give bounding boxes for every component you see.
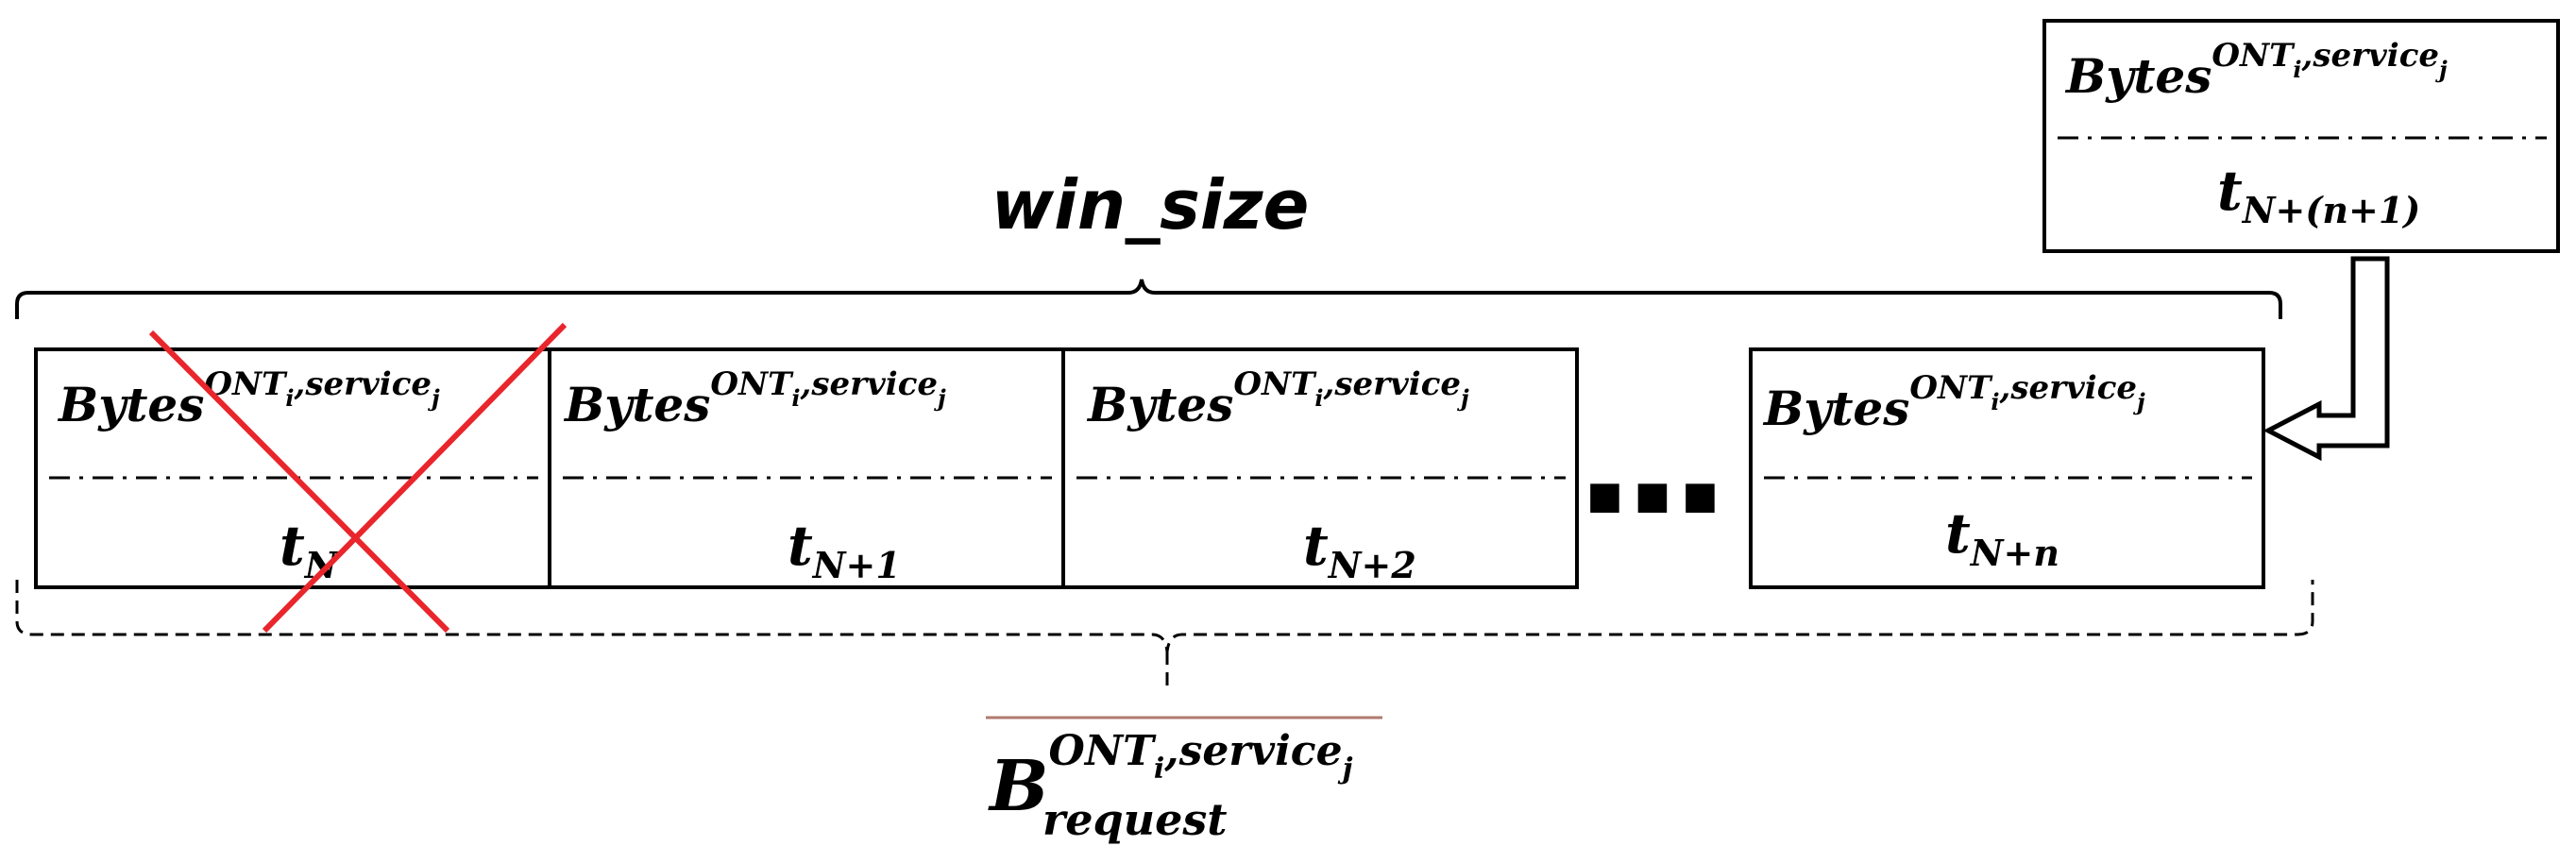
- svg-text:tN: tN: [280, 514, 339, 586]
- svg-text:BytesONTi,servicej: BytesONTi,servicej: [2064, 37, 2448, 104]
- service-superscript: ,service: [2301, 37, 2440, 75]
- time-subscript: N+(n+1): [2242, 189, 2420, 231]
- bytes-label: Bytes: [1762, 381, 1909, 436]
- svg-text:BytesONTi,servicej: BytesONTi,servicej: [57, 365, 440, 432]
- time-subscript: N+n: [1970, 532, 2059, 574]
- ont-index: i: [1154, 753, 1164, 786]
- service-index: j: [1457, 384, 1469, 412]
- ont-superscript: ONT: [1049, 727, 1158, 775]
- ont-superscript: ONT: [2212, 37, 2296, 75]
- time-label: t: [280, 514, 305, 578]
- service-superscript: ,service: [800, 365, 939, 403]
- time-subscript: N+2: [1328, 544, 1416, 586]
- ont-superscript: ONT: [710, 365, 794, 403]
- service-index: j: [2435, 56, 2448, 83]
- request-brace: [15, 580, 2314, 652]
- ont-superscript: ONT: [1909, 369, 1993, 407]
- window-size-label: win_size: [991, 165, 1310, 245]
- window-cell: BytesONTi,servicej tN: [34, 347, 551, 589]
- time-subscript: N+1: [812, 544, 901, 586]
- svg-text:BONTi,servicej: BONTi,servicej: [988, 727, 1353, 827]
- service-superscript: ,service: [1323, 365, 1462, 403]
- service-superscript: ,service: [294, 365, 432, 403]
- service-superscript: ,service: [1999, 369, 2138, 407]
- window-cell: BytesONTi,servicej tN+n: [1749, 347, 2265, 589]
- request-subscript: request: [1042, 794, 1228, 845]
- svg-text:tN+2: tN+2: [1303, 514, 1416, 586]
- insert-arrow: [2262, 256, 2390, 462]
- svg-text:tN+n: tN+n: [1945, 501, 2059, 574]
- time-subscript: N: [304, 544, 339, 586]
- ont-superscript: ONT: [1233, 365, 1317, 403]
- ont-index: i: [285, 384, 294, 412]
- ont-index: i: [791, 384, 800, 412]
- svg-text:BytesONTi,servicej: BytesONTi,servicej: [1762, 369, 2145, 436]
- window-cell: BytesONTi,servicej tN+2: [1061, 347, 1579, 589]
- time-label: t: [1945, 501, 1971, 566]
- window-brace: [15, 279, 2282, 319]
- service-index: j: [2133, 388, 2145, 415]
- incoming-cell: BytesONTi,servicej tN+(n+1): [2042, 19, 2560, 253]
- time-label: t: [2217, 159, 2243, 223]
- request-symbol: B: [988, 746, 1049, 827]
- ont-index: i: [2293, 56, 2301, 83]
- bytes-label: Bytes: [57, 377, 204, 432]
- svg-text:tN+1: tN+1: [788, 514, 901, 586]
- ont-index: i: [1991, 388, 1999, 415]
- bytes-label: Bytes: [2064, 48, 2212, 104]
- discard-cross-mark: [148, 322, 568, 634]
- window-cell: BytesONTi,servicej tN+1: [548, 347, 1065, 589]
- service-superscript: ,service: [1163, 727, 1342, 775]
- svg-text:BytesONTi,servicej: BytesONTi,servicej: [563, 365, 946, 432]
- svg-text:BytesONTi,servicej: BytesONTi,servicej: [1086, 365, 1469, 432]
- time-label: t: [788, 514, 813, 578]
- time-label: t: [1303, 514, 1329, 578]
- service-index: j: [934, 384, 946, 412]
- svg-text:tN+(n+1): tN+(n+1): [2217, 159, 2420, 231]
- service-index: j: [428, 384, 440, 412]
- bytes-label: Bytes: [1086, 377, 1233, 432]
- ont-index: i: [1314, 384, 1323, 412]
- bytes-label: Bytes: [563, 377, 710, 432]
- ellipsis-dots: ■ ■ ■: [1587, 474, 1719, 517]
